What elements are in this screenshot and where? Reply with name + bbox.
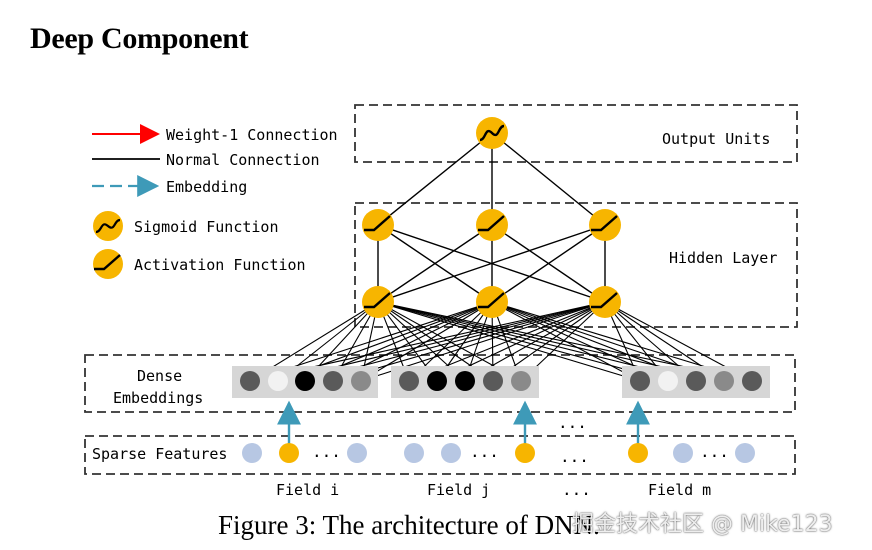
embedding-group-m xyxy=(622,366,770,398)
embedding-dot xyxy=(511,371,531,391)
embedding-dot xyxy=(427,371,447,391)
hidden-node xyxy=(589,286,621,318)
hidden-node xyxy=(362,286,394,318)
field-m-label: Field m xyxy=(648,481,711,499)
legend-weight1-label: Weight-1 Connection xyxy=(166,126,338,144)
field-j-label: Field j xyxy=(427,481,490,499)
embedding-dot xyxy=(351,371,371,391)
output-sigmoid-node xyxy=(476,117,508,149)
mid-ellipsis: ... xyxy=(558,413,587,432)
field-i-label: Field i xyxy=(276,481,339,499)
embedding-group-j xyxy=(391,366,539,398)
sparse-node-active xyxy=(279,443,299,463)
sparse-node xyxy=(673,443,693,463)
hidden-node xyxy=(476,286,508,318)
sparse-ellipsis: ... xyxy=(470,442,499,461)
embedding-dot xyxy=(742,371,762,391)
hidden-connections xyxy=(377,224,606,303)
output-units-box xyxy=(354,104,798,163)
legend-normal-label: Normal Connection xyxy=(166,151,320,169)
legend: Weight-1 Connection Normal Connection Em… xyxy=(92,124,338,279)
hidden-node xyxy=(476,209,508,241)
embedding-dot xyxy=(455,371,475,391)
sparse-node-active xyxy=(628,443,648,463)
figure-caption: Figure 3: The architecture of DNN. xyxy=(218,510,600,540)
dense-embeddings-label-1: Dense xyxy=(137,367,182,385)
sparse-field-i: ... xyxy=(242,442,367,463)
embedding-dot xyxy=(658,371,678,391)
legend-embedding-label: Embedding xyxy=(166,178,247,196)
hidden-node xyxy=(362,209,394,241)
dense-embeddings-label-2: Embeddings xyxy=(113,389,203,407)
embedding-dot xyxy=(323,371,343,391)
sparse-node xyxy=(347,443,367,463)
section-heading: Deep Component xyxy=(30,22,249,55)
embedding-dot xyxy=(714,371,734,391)
legend-activation-label: Activation Function xyxy=(134,256,306,274)
sparse-ellipsis: ... xyxy=(700,442,729,461)
sparse-ellipsis: ... xyxy=(312,442,341,461)
sparse-node xyxy=(404,443,424,463)
hidden-node xyxy=(589,209,621,241)
field-ellipsis: ... xyxy=(562,480,591,499)
output-units-label: Output Units xyxy=(662,130,770,148)
embedding-dot xyxy=(268,371,288,391)
sigmoid-icon xyxy=(93,211,123,241)
embedding-dot xyxy=(686,371,706,391)
sparse-gap-ellipsis: ... xyxy=(560,447,589,466)
embedding-group-i xyxy=(232,366,378,398)
sparse-field-j: ... xyxy=(404,442,535,463)
embedding-dot xyxy=(483,371,503,391)
sparse-node xyxy=(735,443,755,463)
embedding-dot xyxy=(399,371,419,391)
embedding-dot xyxy=(630,371,650,391)
sparse-features-label: Sparse Features xyxy=(92,445,227,463)
sparse-node xyxy=(242,443,262,463)
embedding-dot xyxy=(240,371,260,391)
sparse-node xyxy=(441,443,461,463)
sparse-field-m: ... xyxy=(628,442,755,463)
watermark: 掘金技术社区 @ Mike123 xyxy=(572,512,833,537)
legend-sigmoid-label: Sigmoid Function xyxy=(134,218,279,236)
sparse-node-active xyxy=(515,443,535,463)
activation-icon xyxy=(93,249,123,279)
embedding-dot xyxy=(295,371,315,391)
hidden-layer-label: Hidden Layer xyxy=(669,249,777,267)
sparse-features-box xyxy=(84,435,796,475)
